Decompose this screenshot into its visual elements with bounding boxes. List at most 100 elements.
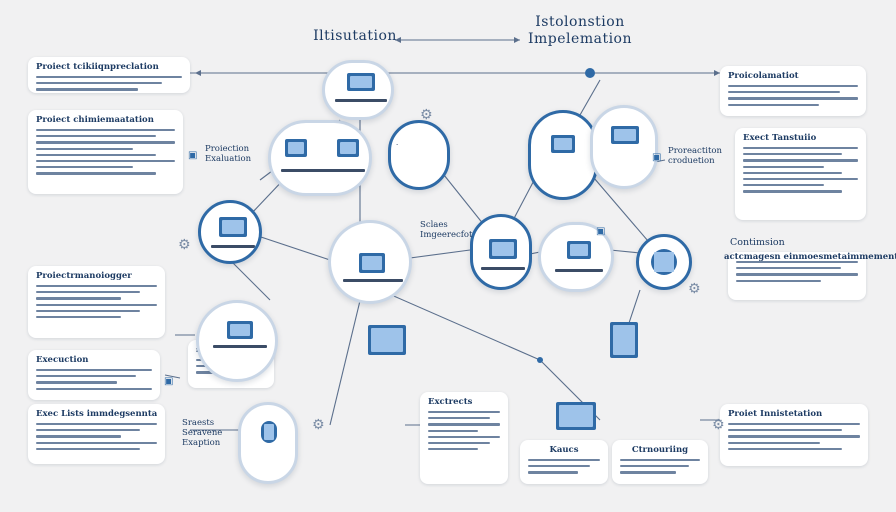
text-line xyxy=(36,441,157,444)
text-line xyxy=(428,417,490,420)
text-line xyxy=(620,471,676,474)
text-line xyxy=(743,159,858,162)
text-line xyxy=(36,423,157,426)
gear-icon: ⚙ xyxy=(420,107,433,123)
continuation-header: actcmagesn einmoesmetaimmement xyxy=(724,252,896,262)
card-kaucs: Kaucs xyxy=(520,440,608,484)
connector-line xyxy=(164,374,181,379)
gear-icon: ⚙ xyxy=(688,281,701,297)
text-line xyxy=(36,297,121,300)
hub-node xyxy=(537,357,543,363)
arrow-head xyxy=(714,70,720,76)
gear-icon: ⚙ xyxy=(178,237,191,253)
text-line xyxy=(620,465,689,468)
card-project-technology: Proiectrmanoiogger xyxy=(28,266,165,338)
text-line xyxy=(36,381,118,384)
text-line xyxy=(736,279,822,282)
node-center-label: · xyxy=(396,141,399,149)
monitor-icon xyxy=(489,239,517,259)
square-icon: ▣ xyxy=(188,150,198,161)
arrow-head xyxy=(514,37,520,43)
text-line xyxy=(728,103,819,106)
arrow-head xyxy=(395,37,401,43)
text-line xyxy=(36,88,139,91)
text-line xyxy=(428,435,500,438)
card-exect-tanstuiio: Exect Tanstuiio xyxy=(735,128,866,220)
card-title: Proiect tcikiiqnpreclation xyxy=(36,62,159,72)
label-scale-integration: Sclaes Imgeerecfot xyxy=(420,220,473,240)
connector-line xyxy=(329,279,366,426)
text-line xyxy=(620,459,700,462)
text-line xyxy=(428,441,490,445)
monitor-icon xyxy=(337,139,359,157)
desk-icon xyxy=(211,245,255,248)
label-reserves: Sraests Seravene Exaption xyxy=(182,418,223,448)
square-icon: ▣ xyxy=(164,376,174,387)
text-line xyxy=(736,267,841,270)
text-line xyxy=(728,435,860,438)
text-line xyxy=(36,76,182,79)
node-left-desk xyxy=(198,200,262,264)
card-title: Proicolamatiot xyxy=(728,71,799,81)
card-continuation xyxy=(728,252,866,300)
card-ctrnouriing: Ctrnouriing xyxy=(612,440,708,484)
text-line xyxy=(36,429,141,432)
text-line xyxy=(36,309,141,312)
text-line xyxy=(36,147,134,150)
card-title: Kaucs xyxy=(549,445,579,455)
node-center-circle xyxy=(388,120,450,190)
monitor-icon xyxy=(227,321,253,339)
text-line xyxy=(743,184,824,187)
text-line xyxy=(743,153,842,156)
text-line xyxy=(36,153,156,156)
card-exec-lists: Exec Lists immdegsenntation xyxy=(28,404,165,464)
card-execution: Execuction xyxy=(28,350,160,400)
hub-node xyxy=(585,68,595,78)
square-icon: ▣ xyxy=(652,152,662,163)
connector-line xyxy=(229,259,271,301)
gear-icon: ⚙ xyxy=(712,417,725,433)
monitor-icon xyxy=(359,253,385,273)
square-icon: ▣ xyxy=(596,226,606,237)
text-line xyxy=(36,166,134,169)
text-line xyxy=(36,135,156,138)
monitor-icon xyxy=(368,325,406,355)
text-line xyxy=(728,97,858,100)
card-title: Exctrects xyxy=(428,397,473,407)
text-line xyxy=(428,448,479,451)
monitor-icon xyxy=(285,139,307,157)
text-line xyxy=(728,429,842,432)
person-icon xyxy=(261,421,277,443)
desk-icon xyxy=(213,345,267,348)
text-line xyxy=(428,423,500,426)
node-top-team xyxy=(322,60,394,120)
text-line xyxy=(728,447,842,450)
card-title: Exect Tanstuiio xyxy=(743,133,817,143)
desk-icon xyxy=(555,269,603,272)
text-line xyxy=(36,291,141,294)
text-line xyxy=(743,177,858,181)
text-line xyxy=(736,273,858,276)
gear-icon: ⚙ xyxy=(312,417,325,433)
node-production xyxy=(528,110,598,200)
monitor-icon xyxy=(219,217,247,237)
text-line xyxy=(36,82,162,85)
text-line xyxy=(36,129,175,132)
card-project-installation: Proiet Innistetation xyxy=(720,404,868,466)
desk-icon xyxy=(343,279,403,282)
card-project-implementation: Proiect tcikiiqnpreclation xyxy=(28,57,190,93)
text-line xyxy=(728,441,821,444)
node-scale-team xyxy=(328,220,412,304)
text-line xyxy=(36,285,157,288)
monitor-icon xyxy=(551,135,575,153)
card-execucts: Exctrects xyxy=(420,392,508,484)
text-line xyxy=(743,190,842,193)
text-line xyxy=(36,375,136,378)
text-line xyxy=(428,411,500,414)
text-line xyxy=(728,85,858,88)
text-line xyxy=(36,141,175,144)
desk-icon xyxy=(281,169,365,172)
label-evaluation: Proiection Exaluation xyxy=(205,144,252,164)
card-title: Proiect chimiemaatation xyxy=(36,115,154,125)
card-project-chimiemaatation: Proiect chimiemaatation xyxy=(28,110,183,194)
